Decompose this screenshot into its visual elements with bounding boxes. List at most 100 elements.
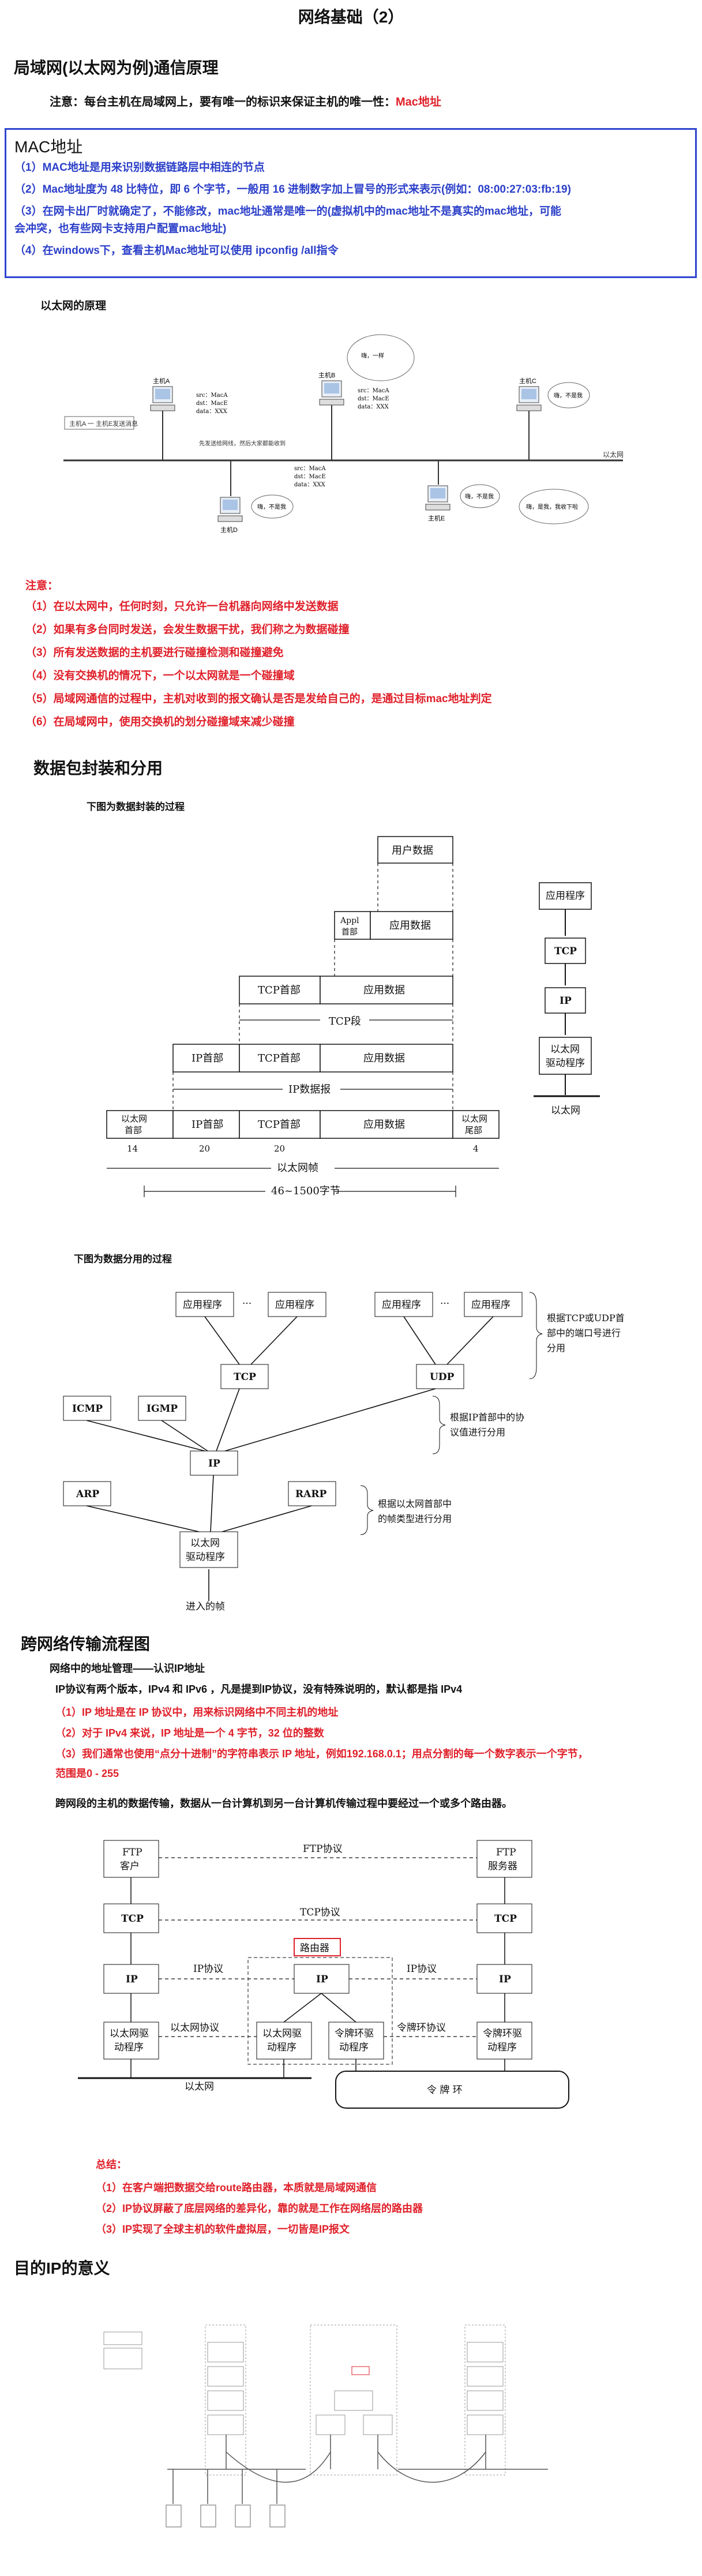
encap-diagram: 用户数据 Appl 首部 应用数据 TCP首部 应用数据 TCP段 IP首部 T… [106, 836, 600, 1197]
demux-note2-1: 根据IP首部中的协 [450, 1412, 524, 1423]
mac-box: MAC地址 （1）MAC地址是用来识别数据链路层中相连的节点 （2）Mac地址度… [5, 128, 697, 278]
pc-b-label: 主机B [318, 371, 335, 379]
encap-app-hdr-1: Appl [340, 916, 359, 925]
demux-dots-1: ··· [242, 1298, 251, 1310]
encap-app-data-1: 应用数据 [389, 920, 431, 932]
notes1-line-1: （1）在以太网中，任何时刻，只允许一台机器向网络中发送数据 [25, 601, 339, 613]
svg-text:data：XXX: data：XXX [358, 404, 389, 410]
route-ip-left: IP [126, 1974, 138, 1985]
frame-1: src：MacA dst：MacE data：XXX [196, 392, 228, 415]
mac-heading: MAC地址 [14, 138, 83, 156]
route-ip-proto-right: IP协议 [407, 1963, 437, 1975]
summary-line-2: （2）IP协议屏蔽了底层网络的差异化，靠的就是工作在网络层的路由器 [96, 2203, 423, 2214]
demux-arp: ARP [76, 1488, 99, 1500]
summary-label: 总结： [96, 2159, 127, 2170]
route-tcp-proto: TCP协议 [300, 1907, 340, 1918]
svg-text:dst：MacE: dst：MacE [196, 400, 228, 407]
ethernet-center-caption: 先发送给网线，然后大家都能收到 [199, 440, 286, 447]
pc-a-label: 主机A [153, 377, 170, 385]
encap-app-data-4: 应用数据 [363, 1119, 405, 1131]
demux-app-4: 应用程序 [471, 1299, 510, 1311]
route-ftp-server-1: FTP [496, 1847, 516, 1858]
frame-2: src：MacA dst：MacE data：XXX [358, 388, 389, 410]
demux-rarp: RARP [295, 1488, 326, 1500]
svg-text:src：MacA: src：MacA [294, 466, 326, 472]
svg-text:src：MacA: src：MacA [358, 388, 389, 394]
pc-c: 主机C [516, 377, 542, 411]
mac-line-4: 会冲突，也有些网卡支持用户配置mac地址) [14, 223, 227, 235]
pc-d: 主机D [217, 497, 243, 534]
frame-3: src：MacA dst：MacE data：XXX [294, 466, 326, 488]
demux-tcp: TCP [234, 1371, 256, 1383]
notes1-label: 注意： [25, 580, 59, 592]
notes1-line-3: （3）所有发送数据的主机要进行碰撞检测和碰撞避免 [25, 647, 284, 659]
ip-line-1: （1）IP 地址是在 IP 协议中，用来标识网络中不同主机的地址 [55, 1707, 339, 1718]
encap-eth-hdr-1: 以太网 [121, 1113, 147, 1124]
mac-line-2: （2）Mac地址度为 48 比特位，即 6 个字节，一般用 16 进制数字加上冒… [14, 183, 571, 196]
ip-intro: IP协议有两个版本，IPv4 和 IPv6 ，凡是提到IP协议，没有特殊说明的，… [55, 1683, 463, 1695]
svg-text:data：XXX: data：XXX [294, 482, 326, 488]
stack-eth: 以太网 [550, 1044, 580, 1055]
route-token-driver-mid-1: 令牌环驱 [335, 2028, 374, 2039]
demux-app-1: 应用程序 [183, 1299, 222, 1311]
svg-text:嗨，不是我: 嗨，不是我 [257, 503, 286, 511]
route-eth-driver-left-1: 以太网驱 [110, 2028, 149, 2039]
route-token-ring: 令 牌 环 [427, 2084, 463, 2096]
demux-in: 进入的帧 [186, 1601, 225, 1613]
encap-tcp-seg: TCP段 [329, 1015, 361, 1028]
ip-line-3: （3）我们通常也使用“点分十进制”的字符串表示 IP 地址，例如192.168.… [55, 1748, 588, 1760]
demux-note1-1: 根据TCP或UDP首 [547, 1313, 625, 1323]
page-title: 网络基础（2） [298, 8, 404, 26]
pc-e-label: 主机E [428, 514, 445, 522]
bubble-c: 嗨，不是我 [547, 382, 590, 408]
encap-eth-frame: 以太网帧 [277, 1162, 318, 1174]
encap-tcp-hdr-3: TCP首部 [258, 1119, 301, 1131]
ethernet-subheading: 以太网的原理 [40, 300, 107, 312]
route-ip-right: IP [499, 1974, 511, 1985]
ip-line-4: 范围是0 - 255 [55, 1768, 119, 1779]
mac-line-1: （1）MAC地址是用来识别数据链路层中相连的节点 [14, 162, 265, 174]
demux-caption: 下图为数据分用的过程 [74, 1254, 172, 1265]
svg-text:dst：MacE: dst：MacE [294, 474, 326, 480]
demux-icmp: ICMP [72, 1403, 103, 1415]
demux-ip: IP [208, 1458, 220, 1469]
route-ftp-server-2: 服务器 [488, 1861, 517, 1872]
demux-note1-3: 分用 [547, 1343, 565, 1353]
demux-dots-2: ··· [440, 1298, 449, 1310]
stack-tcp: TCP [554, 946, 577, 957]
route-line: 跨网段的主机的数据传输，数据从一台计算机到另一台计算机传输过程中要经过一个或多个… [55, 1798, 512, 1809]
demux-note3-2: 的帧类型进行分用 [378, 1513, 452, 1524]
stack-driver: 驱动程序 [546, 1058, 585, 1069]
bubble-e1: 嗨，不是我 [460, 484, 500, 508]
ethernet-left-box [64, 416, 134, 430]
route-diagram: FTP 客户 FTP 服务器 FTP协议 TCP TCP TCP协议 路由器 I… [78, 1840, 569, 2109]
encap-num-14: 14 [127, 1143, 138, 1154]
encap-num-20a: 20 [199, 1143, 210, 1154]
route-token-driver-right-1: 令牌环驱 [483, 2028, 522, 2039]
route-ftp-proto: FTP协议 [303, 1843, 343, 1855]
lan-heading: 局域网(以太网为例)通信原理 [14, 59, 219, 77]
encap-eth-tail-1: 以太网 [461, 1113, 487, 1124]
route-ip-proto-left: IP协议 [193, 1963, 223, 1975]
route-eth-driver-mid-2: 动程序 [267, 2042, 296, 2053]
route-tcp-right: TCP [494, 1913, 517, 1925]
demux-udp: UDP [430, 1371, 455, 1383]
encap-tcp-hdr-1: TCP首部 [258, 984, 301, 996]
bubble-d: 嗨，不是我 [251, 494, 294, 519]
route-ftp-client-2: 客户 [120, 1861, 140, 1872]
route-token-driver-right-2: 动程序 [487, 2042, 517, 2053]
encap-num-20b: 20 [274, 1143, 285, 1154]
demux-note2-2: 议值进行分用 [450, 1427, 505, 1438]
encap-ip-dgram: IP数据报 [288, 1083, 331, 1096]
demux-app-2: 应用程序 [275, 1299, 314, 1311]
route-eth-driver-left-2: 动程序 [114, 2042, 144, 2053]
notes1-line-2: （2）如果有多台同时发送，会发生数据干扰，我们称之为数据碰撞 [25, 624, 350, 636]
encap-caption: 下图为数据封装的过程 [87, 801, 185, 812]
encap-app-data-2: 应用数据 [363, 984, 405, 996]
stack-bottom: 以太网 [551, 1105, 580, 1116]
pc-d-label: 主机D [220, 526, 238, 534]
bubble-b: 嗨，一样 [347, 334, 415, 381]
svg-text:src：MacA: src：MacA [196, 392, 228, 399]
ethernet-bus-label: 以太网 [603, 450, 624, 459]
encap-user-data: 用户数据 [392, 845, 433, 857]
